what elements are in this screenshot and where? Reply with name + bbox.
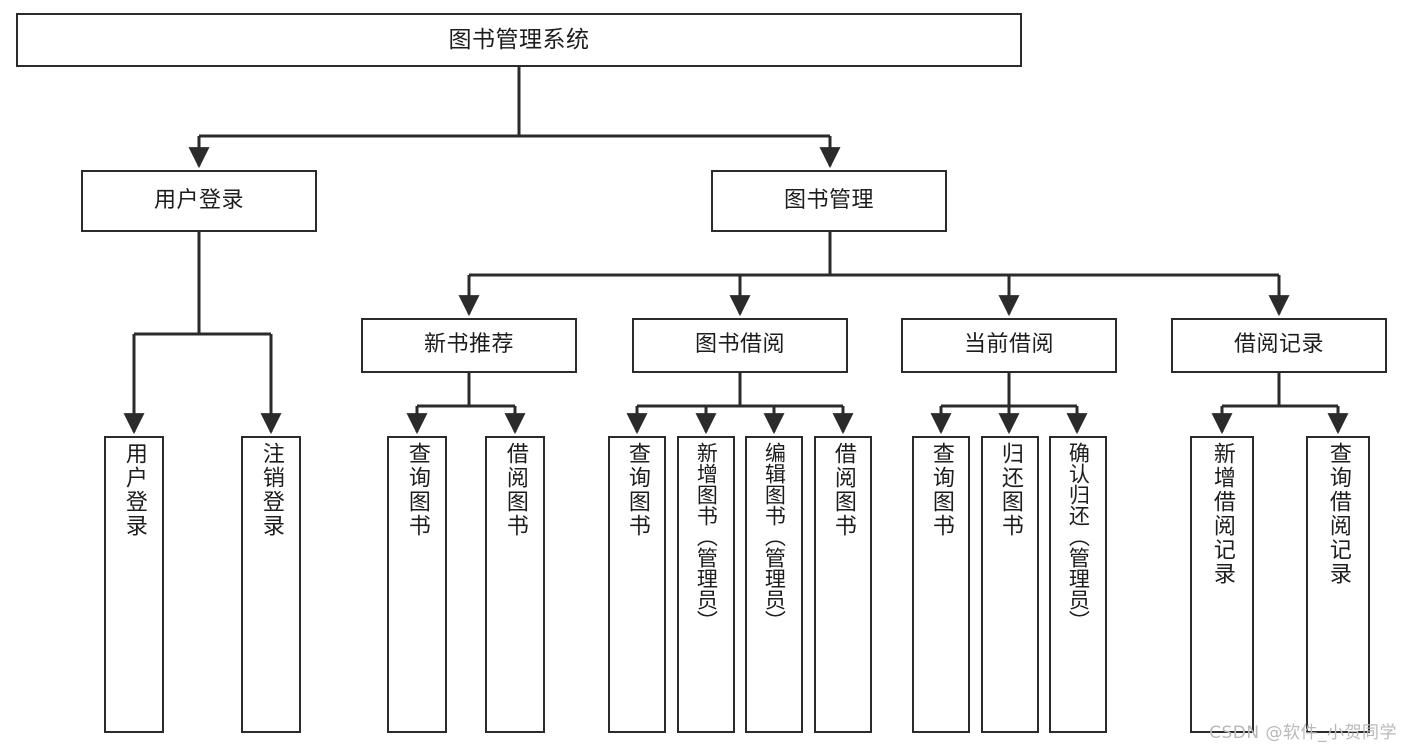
node-user-login[interactable]: 用户登录 bbox=[81, 170, 317, 232]
node-label: 用户登录 bbox=[121, 442, 147, 538]
leaf-current-borrow-return-books[interactable]: 归还图书 bbox=[981, 436, 1039, 733]
node-label: 图书借阅 bbox=[694, 332, 785, 358]
node-label: 当前借阅 bbox=[963, 332, 1054, 358]
leaf-current-borrow-query-books[interactable]: 查询图书 bbox=[912, 436, 970, 733]
node-label: 归还图书 bbox=[997, 442, 1023, 538]
leaf-book-borrow-edit-book-admin[interactable]: 编辑图书（管理员） bbox=[745, 436, 803, 733]
node-label: 新书推荐 bbox=[423, 332, 514, 358]
node-label: 查询图书 bbox=[404, 442, 430, 538]
leaf-new-book-query-books[interactable]: 查询图书 bbox=[387, 436, 447, 733]
node-label: 图书管理系统 bbox=[448, 26, 590, 53]
node-label: 图书管理 bbox=[783, 187, 874, 213]
csdn-watermark: CSDN @软件_小贺同学 bbox=[1209, 723, 1397, 743]
node-label: 确认归还（管理员） bbox=[1066, 442, 1091, 631]
leaf-current-borrow-confirm-return-admin[interactable]: 确认归还（管理员） bbox=[1049, 436, 1107, 733]
node-label: 查询图书 bbox=[928, 442, 954, 538]
node-label: 借阅图书 bbox=[830, 442, 856, 538]
leaf-book-borrow-borrow-books[interactable]: 借阅图书 bbox=[814, 436, 872, 733]
node-label: 借阅记录 bbox=[1233, 332, 1324, 358]
node-label: 查询图书 bbox=[624, 442, 650, 538]
leaf-user-login-signin[interactable]: 用户登录 bbox=[104, 436, 164, 733]
leaf-borrow-record-add-record[interactable]: 新增借阅记录 bbox=[1190, 436, 1254, 733]
node-new-book-recommendation[interactable]: 新书推荐 bbox=[361, 318, 577, 373]
node-label: 新增借阅记录 bbox=[1209, 442, 1235, 586]
node-label: 编辑图书（管理员） bbox=[762, 442, 787, 631]
node-root-book-management-system[interactable]: 图书管理系统 bbox=[16, 13, 1022, 67]
leaf-new-book-borrow-books[interactable]: 借阅图书 bbox=[485, 436, 545, 733]
leaf-user-login-signout[interactable]: 注销登录 bbox=[241, 436, 301, 733]
node-label: 查询借阅记录 bbox=[1325, 442, 1351, 586]
node-label: 新增图书（管理员） bbox=[694, 442, 719, 631]
leaf-book-borrow-query-books[interactable]: 查询图书 bbox=[608, 436, 666, 733]
node-label: 注销登录 bbox=[258, 442, 284, 538]
node-borrowing-record[interactable]: 借阅记录 bbox=[1171, 318, 1387, 373]
node-book-management[interactable]: 图书管理 bbox=[711, 170, 947, 232]
node-label: 借阅图书 bbox=[502, 442, 528, 538]
node-label: 用户登录 bbox=[153, 187, 244, 213]
node-book-borrowing[interactable]: 图书借阅 bbox=[632, 318, 848, 373]
leaf-book-borrow-add-book-admin[interactable]: 新增图书（管理员） bbox=[677, 436, 735, 733]
node-current-borrowing[interactable]: 当前借阅 bbox=[901, 318, 1117, 373]
leaf-borrow-record-query-record[interactable]: 查询借阅记录 bbox=[1306, 436, 1370, 733]
